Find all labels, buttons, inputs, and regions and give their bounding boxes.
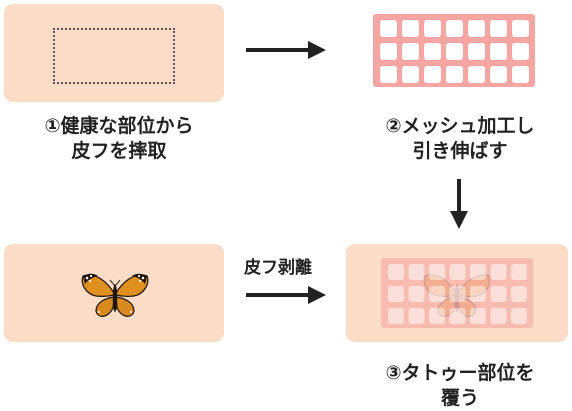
mesh-hole (408, 308, 425, 324)
mesh-hole (490, 308, 507, 324)
mesh-hole (402, 66, 419, 83)
mesh-hole (429, 308, 445, 324)
mesh-hole (468, 20, 485, 37)
mesh-hole (490, 66, 507, 83)
mesh-hole (380, 20, 397, 37)
mesh-hole (380, 66, 397, 83)
step1-label-line2: 皮フを摔取 (71, 140, 167, 162)
covered-tattoo-panel (346, 244, 568, 342)
tattoo-skin-panel (4, 244, 224, 342)
harvest-skin-panel (4, 4, 224, 102)
right-arrow-icon (246, 41, 326, 59)
mesh-hole (429, 286, 445, 302)
mesh-hole (511, 264, 527, 280)
mesh-hole (380, 43, 397, 60)
mesh-hole (449, 308, 466, 324)
mesh-hole (470, 286, 486, 302)
mesh-hole (388, 286, 404, 302)
mesh-hole (512, 43, 529, 60)
mesh-hole (490, 264, 507, 280)
mesh-hole (388, 264, 404, 280)
step3-label-line2: 覆う (440, 387, 479, 409)
step2-label-line1: ②メッシュ加工し (385, 115, 535, 137)
mesh-hole (512, 66, 529, 83)
harvest-area-outline (53, 28, 175, 84)
mesh-hole (408, 264, 425, 280)
mesh-hole (468, 66, 485, 83)
mesh-hole (446, 66, 463, 83)
mesh-hole (490, 286, 507, 302)
mesh-hole (511, 286, 527, 302)
mesh-skin-graft (373, 14, 535, 87)
mesh-hole (470, 308, 486, 324)
mesh-hole (402, 43, 419, 60)
mesh-hole (446, 20, 463, 37)
right-arrow-icon (246, 286, 326, 304)
mesh-hole (468, 43, 485, 60)
step3-label-line1: ③タトゥー部位を (385, 362, 535, 384)
mesh-hole (424, 43, 441, 60)
mesh-hole (429, 264, 445, 280)
mesh-hole (511, 308, 527, 324)
step1-label: ①健康な部位から 皮フを摔取 (4, 114, 234, 164)
mesh-hole (449, 264, 466, 280)
mesh-hole (490, 20, 507, 37)
mesh-hole (388, 308, 404, 324)
mesh-hole (449, 286, 466, 302)
mesh-hole (424, 66, 441, 83)
mesh-hole (490, 43, 507, 60)
mesh-hole (470, 264, 486, 280)
down-arrow-icon (450, 179, 468, 229)
step1-label-line1: ①健康な部位から (44, 115, 194, 137)
mesh-skin-graft-overlay (381, 258, 533, 328)
mesh-hole (424, 20, 441, 37)
mesh-hole (408, 286, 425, 302)
mesh-hole (512, 20, 529, 37)
step2-label: ②メッシュ加工し 引き伸ばす (345, 114, 572, 164)
mesh-hole (402, 20, 419, 37)
mesh-hole (446, 43, 463, 60)
step2-label-line2: 引き伸ばす (412, 140, 508, 162)
skin-peel-caption: 皮フ剥離 (244, 258, 312, 278)
butterfly-icon (81, 273, 149, 317)
step3-label: ③タトゥー部位を 覆う (345, 361, 572, 411)
